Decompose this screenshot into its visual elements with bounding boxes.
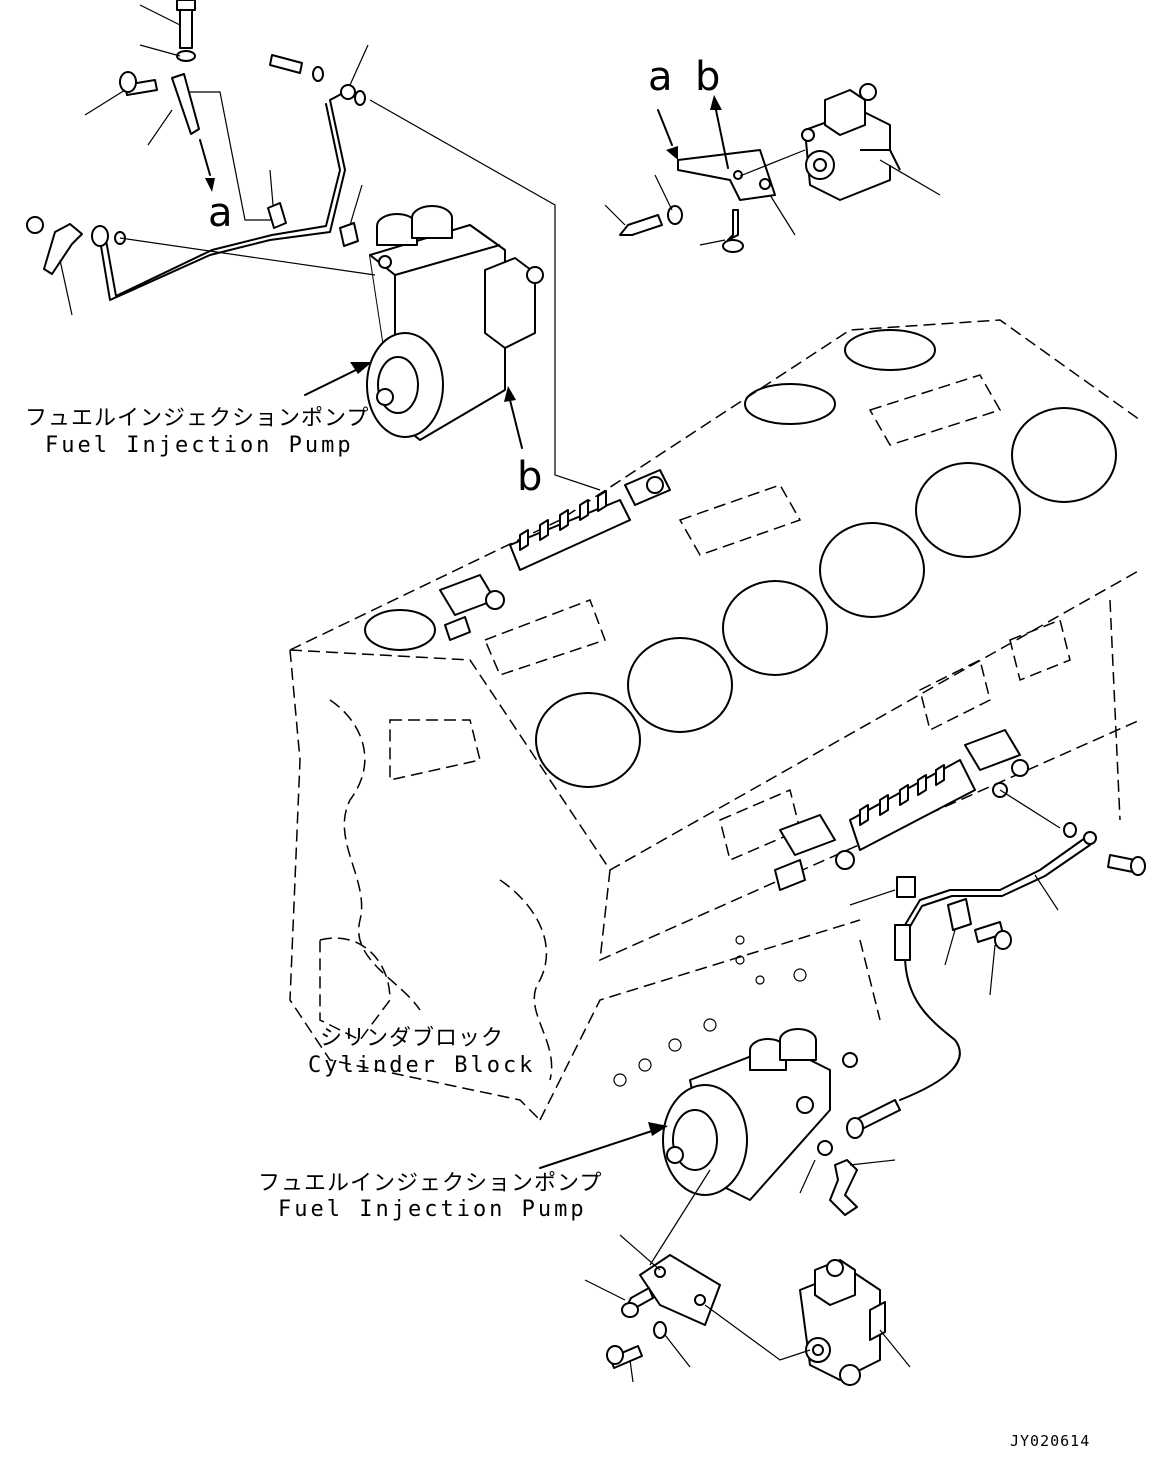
ref-letter-a-left: a: [208, 190, 233, 236]
fuel-pipe-top: [99, 91, 346, 301]
bolts-top-left: [26, 0, 366, 275]
ref-letter-b-pump: b: [517, 454, 542, 500]
supply-pump-top-right: [801, 83, 901, 201]
cylinder-block-label-jp: シリンダブロック: [320, 1026, 504, 1051]
cylinder-bores: [364, 329, 1117, 788]
bolts-bottom: [606, 1287, 667, 1369]
clamps-top: [171, 73, 359, 247]
bracket-bottom: [639, 1254, 721, 1326]
pump-bottom-label-en: Fuel Injection Pump: [278, 1197, 587, 1222]
fuel-injection-pump-top: [366, 205, 544, 441]
supply-pump-bottom-right: [799, 1259, 886, 1386]
reference-arrows: [199, 95, 729, 1169]
sensor-harness: [846, 924, 961, 1139]
ref-letter-b-right: b: [695, 54, 720, 100]
pump-bottom-label-jp: フュエルインジェクションポンプ: [258, 1171, 602, 1196]
fuel-pipe-bottom: [904, 837, 1091, 931]
pump-top-label-jp: フュエルインジェクションポンプ: [25, 406, 369, 431]
common-rail-upper: [439, 469, 671, 641]
bolts-top-right: [619, 205, 744, 253]
fittings-bottom: [817, 822, 1146, 1216]
cylinder-block-label-en: Cylinder Block: [308, 1053, 535, 1078]
common-rail-lower: [774, 729, 1029, 891]
fuel-injection-pump-bottom: [662, 1028, 858, 1201]
cylinder-block: [289, 319, 1141, 1121]
pump-top-label-en: Fuel Injection Pump: [45, 433, 354, 458]
document-id: JY020614: [1010, 1432, 1090, 1450]
ref-letter-a-right: a: [648, 54, 673, 100]
leader-lines: [59, 4, 1061, 1383]
